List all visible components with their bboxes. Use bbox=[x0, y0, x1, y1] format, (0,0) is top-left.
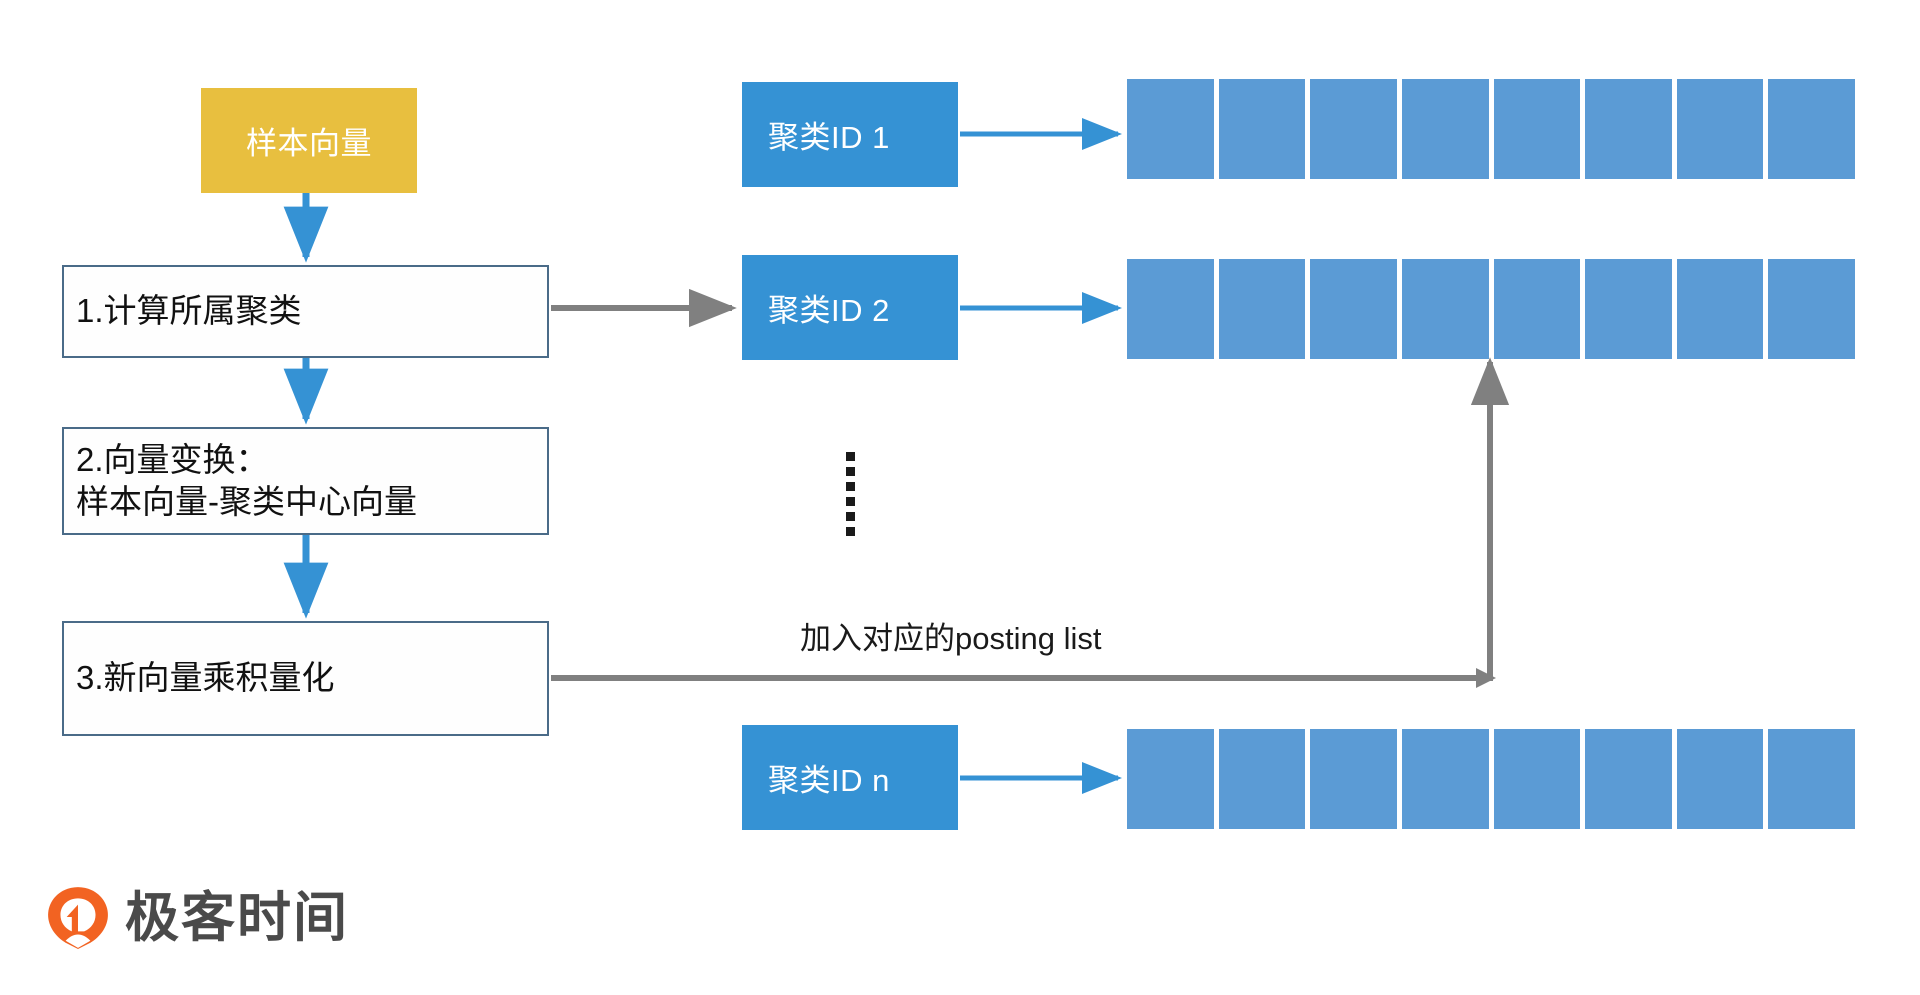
posting-list-cell[interactable] bbox=[1218, 729, 1306, 829]
posting-list-n[interactable] bbox=[1127, 729, 1855, 829]
arrowhead-elbow-corner bbox=[1476, 668, 1496, 688]
posting-list-cell[interactable] bbox=[1310, 729, 1397, 829]
process-step-1-label: 1.计算所属聚类 bbox=[76, 292, 302, 330]
posting-list-cell[interactable] bbox=[1585, 729, 1672, 829]
posting-list-cell[interactable] bbox=[1310, 259, 1397, 359]
sample-vector-label: 样本向量 bbox=[246, 126, 372, 161]
posting-list-cell[interactable] bbox=[1127, 729, 1214, 829]
ellipsis-dot bbox=[845, 467, 855, 476]
ellipsis-dot bbox=[845, 527, 855, 536]
geekbang-logo-icon bbox=[48, 887, 108, 949]
posting-list-cell[interactable] bbox=[1401, 729, 1489, 829]
posting-list-cell[interactable] bbox=[1585, 79, 1672, 179]
process-step-3-label: 3.新向量乘积量化 bbox=[76, 659, 335, 697]
vertical-ellipsis bbox=[843, 452, 857, 542]
brand-logo: 极客时间 bbox=[45, 885, 349, 951]
posting-list-cell[interactable] bbox=[1768, 729, 1855, 829]
posting-list-cell[interactable] bbox=[1493, 729, 1581, 829]
posting-list-cell[interactable] bbox=[1401, 79, 1489, 179]
posting-list-cell[interactable] bbox=[1676, 259, 1764, 359]
cluster-id-2-label: 聚类ID 2 bbox=[768, 293, 890, 328]
posting-list-1[interactable] bbox=[1127, 79, 1855, 179]
posting-list-cell[interactable] bbox=[1585, 259, 1672, 359]
cluster-id-n-label: 聚类ID n bbox=[768, 763, 890, 798]
posting-list-cell[interactable] bbox=[1768, 259, 1855, 359]
cluster-id-n-box[interactable]: 聚类ID n bbox=[742, 725, 958, 830]
cluster-id-1-label: 聚类ID 1 bbox=[768, 120, 890, 155]
posting-list-cell[interactable] bbox=[1218, 79, 1306, 179]
posting-list-cell[interactable] bbox=[1127, 259, 1214, 359]
posting-list-cell[interactable] bbox=[1310, 79, 1397, 179]
posting-list-annotation: 加入对应的posting list bbox=[800, 621, 1102, 656]
posting-list-cell[interactable] bbox=[1676, 729, 1764, 829]
process-step-2-label: 2.向量变换： 样本向量-聚类中心向量 bbox=[76, 440, 417, 520]
process-step-1-box[interactable]: 1.计算所属聚类 bbox=[62, 265, 549, 358]
ellipsis-dot bbox=[845, 482, 855, 491]
posting-list-cell[interactable] bbox=[1401, 259, 1489, 359]
cluster-id-1-box[interactable]: 聚类ID 1 bbox=[742, 82, 958, 187]
posting-list-cell[interactable] bbox=[1493, 259, 1581, 359]
posting-list-cell[interactable] bbox=[1768, 79, 1855, 179]
ellipsis-dot bbox=[845, 452, 855, 461]
brand-name: 极客时间 bbox=[125, 888, 349, 948]
posting-list-cell[interactable] bbox=[1493, 79, 1581, 179]
sample-vector-box[interactable]: 样本向量 bbox=[201, 88, 417, 193]
cluster-id-2-box[interactable]: 聚类ID 2 bbox=[742, 255, 958, 360]
posting-list-cell[interactable] bbox=[1676, 79, 1764, 179]
posting-list-cell[interactable] bbox=[1218, 259, 1306, 359]
posting-list-cell[interactable] bbox=[1127, 79, 1214, 179]
ellipsis-dot bbox=[845, 497, 855, 506]
process-step-2-box[interactable]: 2.向量变换： 样本向量-聚类中心向量 bbox=[62, 427, 549, 535]
ellipsis-dot bbox=[845, 512, 855, 521]
process-step-3-box[interactable]: 3.新向量乘积量化 bbox=[62, 621, 549, 736]
posting-list-2[interactable] bbox=[1127, 259, 1855, 359]
